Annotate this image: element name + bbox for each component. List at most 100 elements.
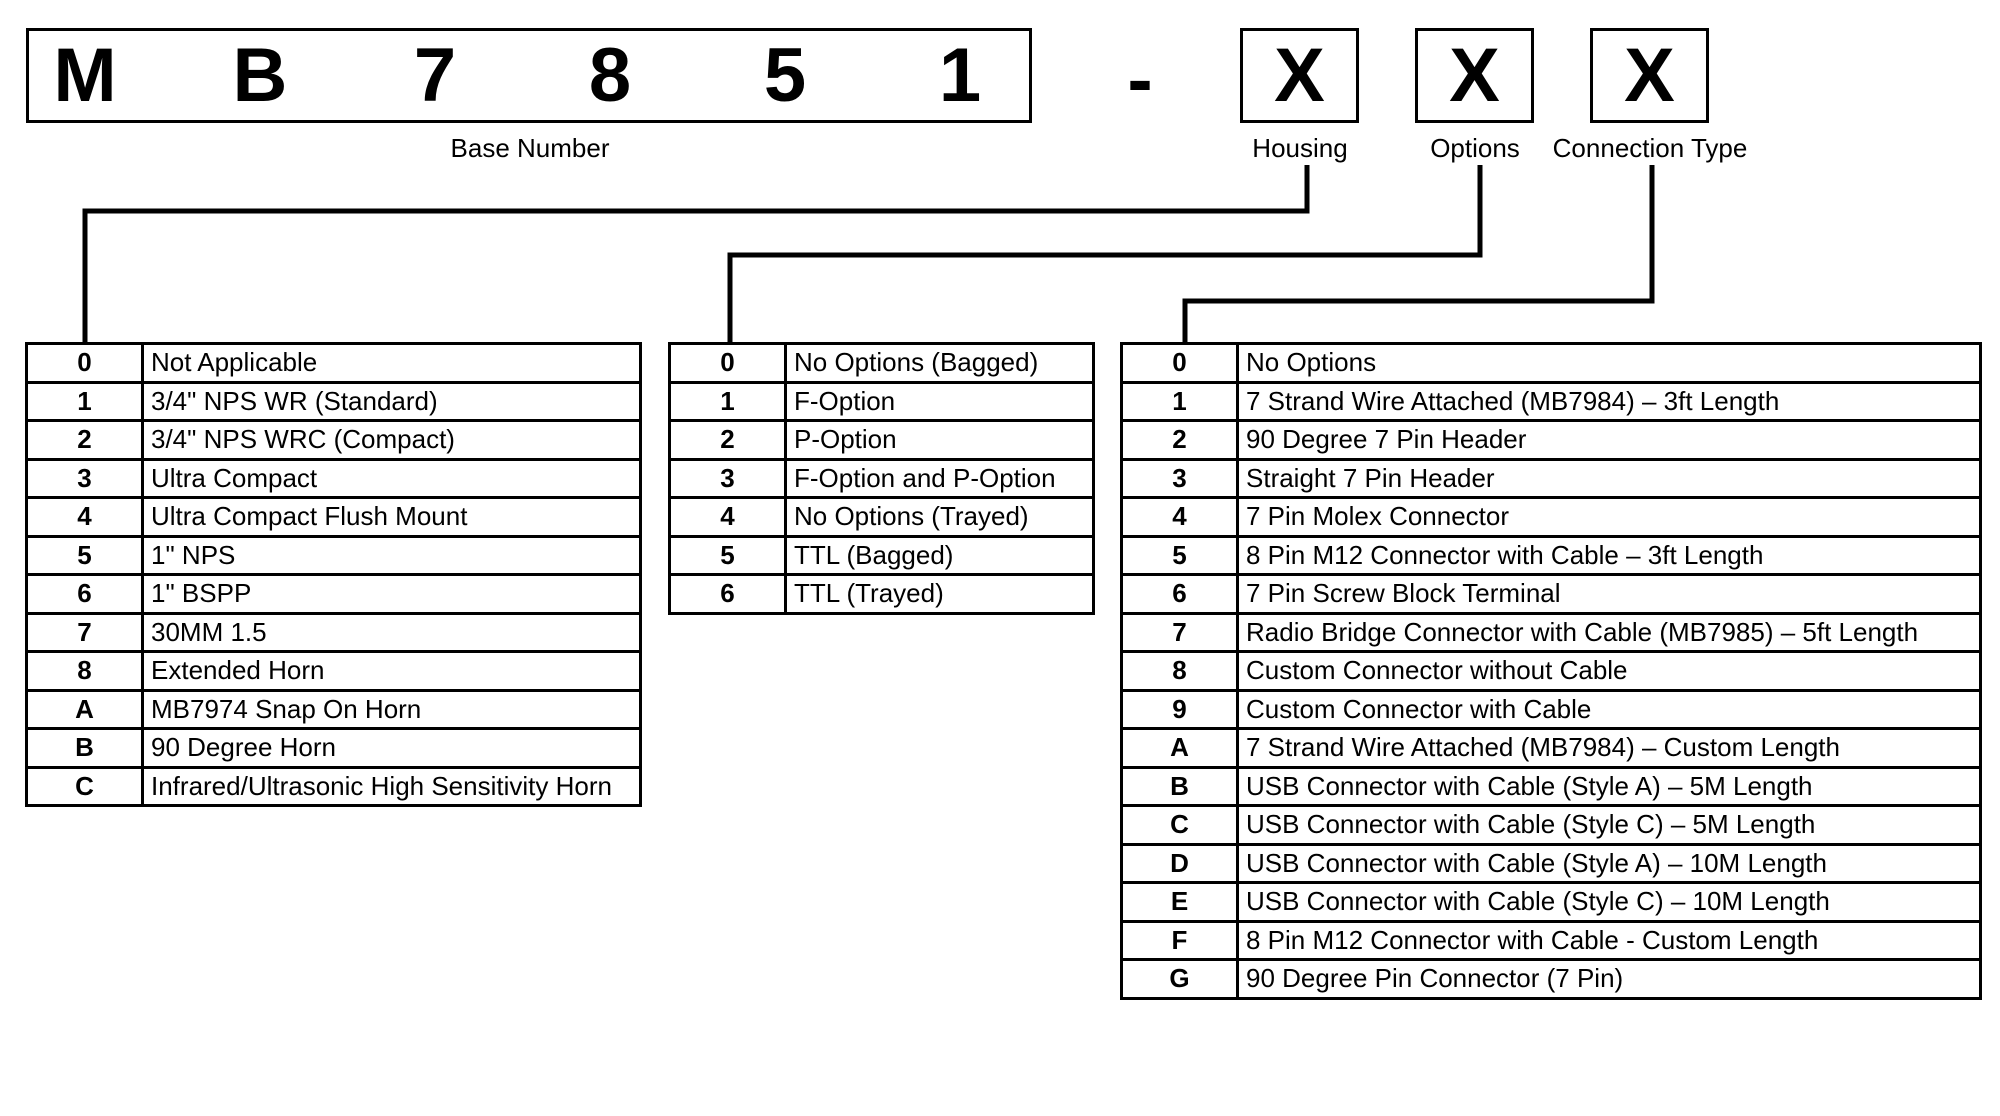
connection-code: F bbox=[1120, 919, 1239, 961]
housing-code: C bbox=[25, 765, 144, 807]
connection-code: 7 bbox=[1120, 611, 1239, 653]
connection-description: Straight 7 Pin Header bbox=[1236, 457, 1982, 499]
connection-description: Custom Connector with Cable bbox=[1236, 688, 1982, 730]
options-description: F-Option bbox=[784, 380, 1095, 422]
housing-code: 2 bbox=[25, 419, 144, 461]
housing-description: Ultra Compact bbox=[141, 457, 642, 499]
housing-code: 4 bbox=[25, 496, 144, 538]
connection-type-label: Connection Type bbox=[1552, 133, 1748, 163]
options-label: Options bbox=[1430, 133, 1520, 163]
connection-description: 7 Pin Screw Block Terminal bbox=[1236, 573, 1982, 615]
connection-code: A bbox=[1120, 727, 1239, 769]
housing-description: Ultra Compact Flush Mount bbox=[141, 496, 642, 538]
housing-code: B bbox=[25, 727, 144, 769]
housing-code: 6 bbox=[25, 573, 144, 615]
connection-code: 3 bbox=[1120, 457, 1239, 499]
connection-description: 90 Degree Pin Connector (7 Pin) bbox=[1236, 958, 1982, 1000]
housing-code: 3 bbox=[25, 457, 144, 499]
separator-dash: - bbox=[1127, 37, 1153, 122]
options-code-box: X bbox=[1415, 28, 1534, 123]
connection-code: G bbox=[1120, 958, 1239, 1000]
options-description: TTL (Trayed) bbox=[784, 573, 1095, 615]
housing-description: 1" BSPP bbox=[141, 573, 642, 615]
housing-code: 5 bbox=[25, 534, 144, 576]
housing-description: Not Applicable bbox=[141, 342, 642, 384]
options-code: 5 bbox=[668, 534, 787, 576]
connection-code: E bbox=[1120, 881, 1239, 923]
options-code: 6 bbox=[668, 573, 787, 615]
connection-description: 8 Pin M12 Connector with Cable – 3ft Len… bbox=[1236, 534, 1982, 576]
options-description: TTL (Bagged) bbox=[784, 534, 1095, 576]
housing-description: MB7974 Snap On Horn bbox=[141, 688, 642, 730]
connection-code: 4 bbox=[1120, 496, 1239, 538]
options-description: F-Option and P-Option bbox=[784, 457, 1095, 499]
base-number-box bbox=[26, 28, 1032, 123]
housing-description: 1" NPS bbox=[141, 534, 642, 576]
base-char-3: 7 bbox=[413, 33, 457, 118]
connection-description: 7 Strand Wire Attached (MB7984) – Custom… bbox=[1236, 727, 1982, 769]
housing-description: Infrared/Ultrasonic High Sensitivity Hor… bbox=[141, 765, 642, 807]
housing-description: 3/4" NPS WRC (Compact) bbox=[141, 419, 642, 461]
housing-connector-line bbox=[82, 165, 1310, 342]
housing-description: Extended Horn bbox=[141, 650, 642, 692]
housing-code: 8 bbox=[25, 650, 144, 692]
connection-description: Custom Connector without Cable bbox=[1236, 650, 1982, 692]
options-code: 2 bbox=[668, 419, 787, 461]
options-description: No Options (Trayed) bbox=[784, 496, 1095, 538]
base-char-2: B bbox=[232, 33, 288, 118]
base-char-6: 1 bbox=[938, 33, 982, 118]
housing-placeholder: X bbox=[1274, 33, 1325, 118]
housing-code-box: X bbox=[1240, 28, 1359, 123]
housing-description: 90 Degree Horn bbox=[141, 727, 642, 769]
options-code: 0 bbox=[668, 342, 787, 384]
connection-code-box: X bbox=[1590, 28, 1709, 123]
connection-description: USB Connector with Cable (Style A) – 5M … bbox=[1236, 765, 1982, 807]
connection-code: D bbox=[1120, 842, 1239, 884]
connection-connector-line bbox=[1182, 165, 1655, 342]
connection-description: No Options bbox=[1236, 342, 1982, 384]
connection-placeholder: X bbox=[1624, 33, 1675, 118]
connection-code: 9 bbox=[1120, 688, 1239, 730]
connection-description: USB Connector with Cable (Style C) – 10M… bbox=[1236, 881, 1982, 923]
base-char-1: M bbox=[53, 33, 117, 118]
connection-code: 2 bbox=[1120, 419, 1239, 461]
options-code: 3 bbox=[668, 457, 787, 499]
connection-description: 7 Strand Wire Attached (MB7984) – 3ft Le… bbox=[1236, 380, 1982, 422]
base-number-label: Base Number bbox=[450, 133, 610, 163]
connection-description: USB Connector with Cable (Style A) – 10M… bbox=[1236, 842, 1982, 884]
housing-description: 30MM 1.5 bbox=[141, 611, 642, 653]
base-char-4: 8 bbox=[588, 33, 632, 118]
connection-description: 8 Pin M12 Connector with Cable - Custom … bbox=[1236, 919, 1982, 961]
connection-code: 5 bbox=[1120, 534, 1239, 576]
